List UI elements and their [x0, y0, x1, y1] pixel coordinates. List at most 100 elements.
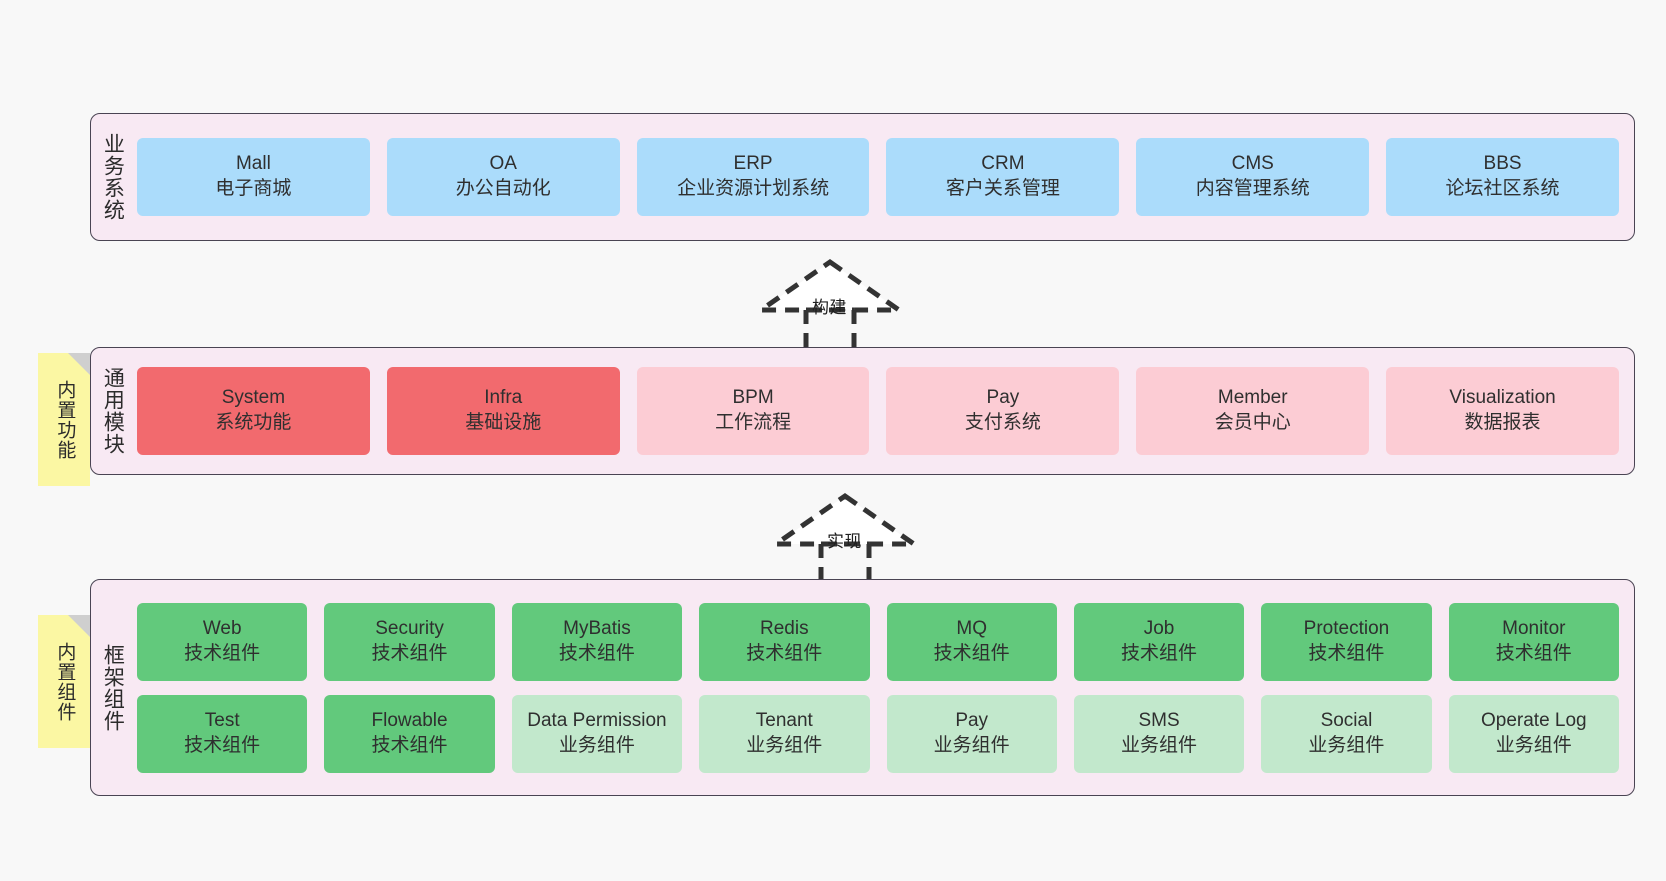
layer-common-module[interactable]: 通用模块 System 系统功能 Infra 基础设施 BPM 工作流程 Pay…: [90, 347, 1635, 475]
note-fold-corner-icon: [68, 615, 90, 637]
layer-business-system-title: 业务系统: [101, 133, 125, 221]
node-web[interactable]: Web 技术组件: [137, 602, 308, 681]
layer-business-system[interactable]: 业务系统 Mall 电子商城 OA 办公自动化 ERP 企业资源计划系统 CRM…: [90, 113, 1635, 241]
node-tenant[interactable]: Tenant 业务组件: [699, 694, 870, 773]
note-builtin-function-label: 内置功能: [54, 379, 76, 460]
node-mq-subtitle: 技术组件: [933, 642, 1010, 664]
node-member[interactable]: Member 会员中心: [1136, 367, 1370, 455]
layer-common-module-body: System 系统功能 Infra 基础设施 BPM 工作流程 Pay 支付系统…: [133, 348, 1634, 474]
node-flowable-subtitle: 技术组件: [371, 734, 448, 756]
node-protection[interactable]: Protection 技术组件: [1261, 602, 1432, 681]
node-visualization[interactable]: Visualization 数据报表: [1386, 367, 1619, 455]
node-sms[interactable]: SMS 业务组件: [1073, 694, 1245, 773]
note-builtin-component[interactable]: 内置组件: [38, 615, 90, 748]
node-crm-title: CRM: [981, 153, 1025, 175]
node-visualization-subtitle: 数据报表: [1464, 412, 1541, 433]
node-pay-module-title: Pay: [986, 387, 1020, 409]
node-web-subtitle: 技术组件: [184, 642, 261, 664]
node-operate-log[interactable]: Operate Log 业务组件: [1448, 694, 1619, 773]
node-pay-component[interactable]: Pay 业务组件: [886, 694, 1057, 773]
node-social[interactable]: Social 业务组件: [1261, 694, 1432, 773]
node-protection-subtitle: 技术组件: [1308, 642, 1385, 664]
node-web-title: Web: [202, 617, 242, 639]
node-oa-subtitle: 办公自动化: [455, 178, 551, 199]
node-job[interactable]: Job 技术组件: [1073, 602, 1245, 681]
node-bbs-subtitle: 论坛社区系统: [1445, 178, 1560, 199]
node-flowable-title: Flowable: [371, 709, 448, 731]
node-erp-subtitle: 企业资源计划系统: [677, 178, 830, 199]
node-mall[interactable]: Mall 电子商城: [137, 138, 370, 216]
node-bpm-title: BPM: [732, 387, 774, 409]
node-cms-title: CMS: [1231, 153, 1274, 175]
node-test[interactable]: Test 技术组件: [137, 694, 308, 773]
node-security-title: Security: [375, 617, 444, 639]
node-monitor[interactable]: Monitor 技术组件: [1448, 602, 1619, 681]
note-fold-corner-icon: [68, 353, 90, 375]
node-data-permission-title: Data Permission: [527, 709, 667, 731]
connector-build: 构建: [753, 258, 907, 350]
node-redis[interactable]: Redis 技术组件: [699, 602, 870, 681]
node-bbs-title: BBS: [1483, 153, 1522, 175]
node-member-subtitle: 会员中心: [1214, 412, 1291, 433]
node-data-permission-subtitle: 业务组件: [558, 734, 635, 756]
node-redis-subtitle: 技术组件: [746, 642, 823, 664]
node-infra-subtitle: 基础设施: [465, 412, 542, 433]
node-erp-title: ERP: [733, 153, 773, 175]
node-cms[interactable]: CMS 内容管理系统: [1136, 138, 1370, 216]
connector-implement-shape: [768, 492, 922, 584]
node-monitor-subtitle: 技术组件: [1495, 642, 1572, 664]
node-social-subtitle: 业务组件: [1308, 734, 1385, 756]
node-pay-component-subtitle: 业务组件: [933, 734, 1010, 756]
note-builtin-function[interactable]: 内置功能: [38, 353, 90, 486]
node-mybatis[interactable]: MyBatis 技术组件: [511, 602, 683, 681]
node-infra-title: Infra: [484, 387, 523, 409]
node-job-subtitle: 技术组件: [1121, 642, 1198, 664]
node-tenant-title: Tenant: [755, 709, 813, 731]
node-data-permission[interactable]: Data Permission 业务组件: [511, 694, 683, 773]
node-mq-title: MQ: [956, 617, 987, 639]
node-flowable[interactable]: Flowable 技术组件: [324, 694, 495, 773]
layer-framework-component-body: Web 技术组件 Security 技术组件 MyBatis 技术组件 Redi…: [133, 580, 1634, 795]
node-system[interactable]: System 系统功能: [137, 367, 370, 455]
node-oa-title: OA: [489, 153, 517, 175]
node-mall-subtitle: 电子商城: [215, 178, 292, 199]
layer-business-system-body: Mall 电子商城 OA 办公自动化 ERP 企业资源计划系统 CRM 客户关系…: [133, 114, 1634, 240]
node-operate-log-title: Operate Log: [1480, 709, 1587, 731]
connector-build-shape: [753, 258, 907, 350]
connector-implement: 实现: [768, 492, 922, 584]
node-tenant-subtitle: 业务组件: [746, 734, 823, 756]
node-mybatis-title: MyBatis: [563, 617, 631, 639]
node-visualization-title: Visualization: [1449, 387, 1556, 409]
framework-business-row: Test 技术组件 Flowable 技术组件 Data Permission …: [137, 694, 1619, 773]
node-monitor-title: Monitor: [1502, 617, 1566, 639]
node-mybatis-subtitle: 技术组件: [558, 642, 635, 664]
node-oa[interactable]: OA 办公自动化: [386, 138, 620, 216]
node-security[interactable]: Security 技术组件: [324, 602, 495, 681]
node-test-title: Test: [204, 709, 240, 731]
note-builtin-component-label: 内置组件: [54, 641, 76, 722]
node-redis-title: Redis: [760, 617, 809, 639]
node-crm-subtitle: 客户关系管理: [945, 178, 1060, 199]
node-erp[interactable]: ERP 企业资源计划系统: [636, 138, 870, 216]
node-member-title: Member: [1217, 387, 1288, 409]
layer-framework-component-title: 框架组件: [101, 643, 125, 732]
node-bbs[interactable]: BBS 论坛社区系统: [1386, 138, 1619, 216]
node-social-title: Social: [1320, 709, 1373, 731]
node-system-subtitle: 系统功能: [215, 412, 292, 433]
framework-tech-row: Web 技术组件 Security 技术组件 MyBatis 技术组件 Redi…: [137, 602, 1619, 681]
node-operate-log-subtitle: 业务组件: [1495, 734, 1572, 756]
node-sms-subtitle: 业务组件: [1121, 734, 1198, 756]
node-infra[interactable]: Infra 基础设施: [386, 367, 620, 455]
node-bpm-subtitle: 工作流程: [715, 412, 792, 433]
node-crm[interactable]: CRM 客户关系管理: [886, 138, 1120, 216]
node-mq[interactable]: MQ 技术组件: [886, 602, 1057, 681]
layer-framework-component[interactable]: 框架组件 Web 技术组件 Security 技术组件 MyBatis 技术组件…: [90, 579, 1635, 796]
connector-build-label: 构建: [812, 298, 847, 317]
node-system-title: System: [221, 387, 286, 409]
node-bpm[interactable]: BPM 工作流程: [636, 367, 870, 455]
node-security-subtitle: 技术组件: [371, 642, 448, 664]
layer-common-module-title: 通用模块: [101, 367, 125, 455]
node-pay-component-title: Pay: [955, 709, 989, 731]
node-pay-module[interactable]: Pay 支付系统: [886, 367, 1120, 455]
